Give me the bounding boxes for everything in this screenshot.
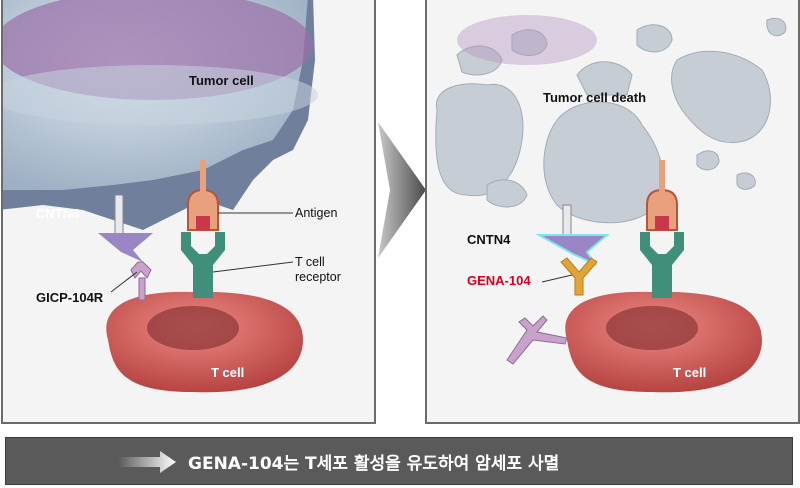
cntn4-label-right: CNTN4 <box>467 232 511 247</box>
antigen-label: Antigen <box>295 206 338 220</box>
gicp-104r <box>130 261 152 301</box>
t-cell-label: T cell <box>211 365 245 380</box>
left-panel: Tumor cell CNTN4 Antigen T cell receptor… <box>1 0 376 424</box>
cntn4 <box>98 233 153 262</box>
right-illustration <box>435 15 787 393</box>
gena-104 <box>560 257 598 296</box>
free-gicp <box>506 315 568 365</box>
t-cell-receptor-label-line2: receptor <box>295 270 341 284</box>
t-cell-receptor-right <box>640 232 684 298</box>
left-illustration <box>3 0 318 393</box>
t-cell-receptor <box>181 232 225 298</box>
tumor-cell-label: Tumor cell <box>189 73 254 88</box>
gicp-label: GICP-104R <box>36 290 104 305</box>
tumor-fragments <box>435 17 787 224</box>
gena-104-label: GENA-104 <box>467 273 531 288</box>
tumor-cell-death-label: Tumor cell death <box>543 90 647 105</box>
caption-bar: GENA-104는 T세포 활성을 유도하여 암세포 사멸 <box>5 437 793 485</box>
right-panel: Tumor cell death CNTN4 GENA-104 T cell <box>425 0 800 424</box>
t-cell-receptor-label-line1: T cell <box>295 255 325 269</box>
t-cell-label-right: T cell <box>673 365 707 380</box>
cntn4-right <box>535 234 610 267</box>
cntn4-stalk <box>114 194 124 236</box>
transition-arrow-icon <box>378 122 426 258</box>
caption-arrow-icon <box>118 451 176 473</box>
caption-text: GENA-104는 T세포 활성을 유도하여 암세포 사멸 <box>188 454 560 474</box>
cntn4-label: CNTN4 <box>36 206 80 221</box>
